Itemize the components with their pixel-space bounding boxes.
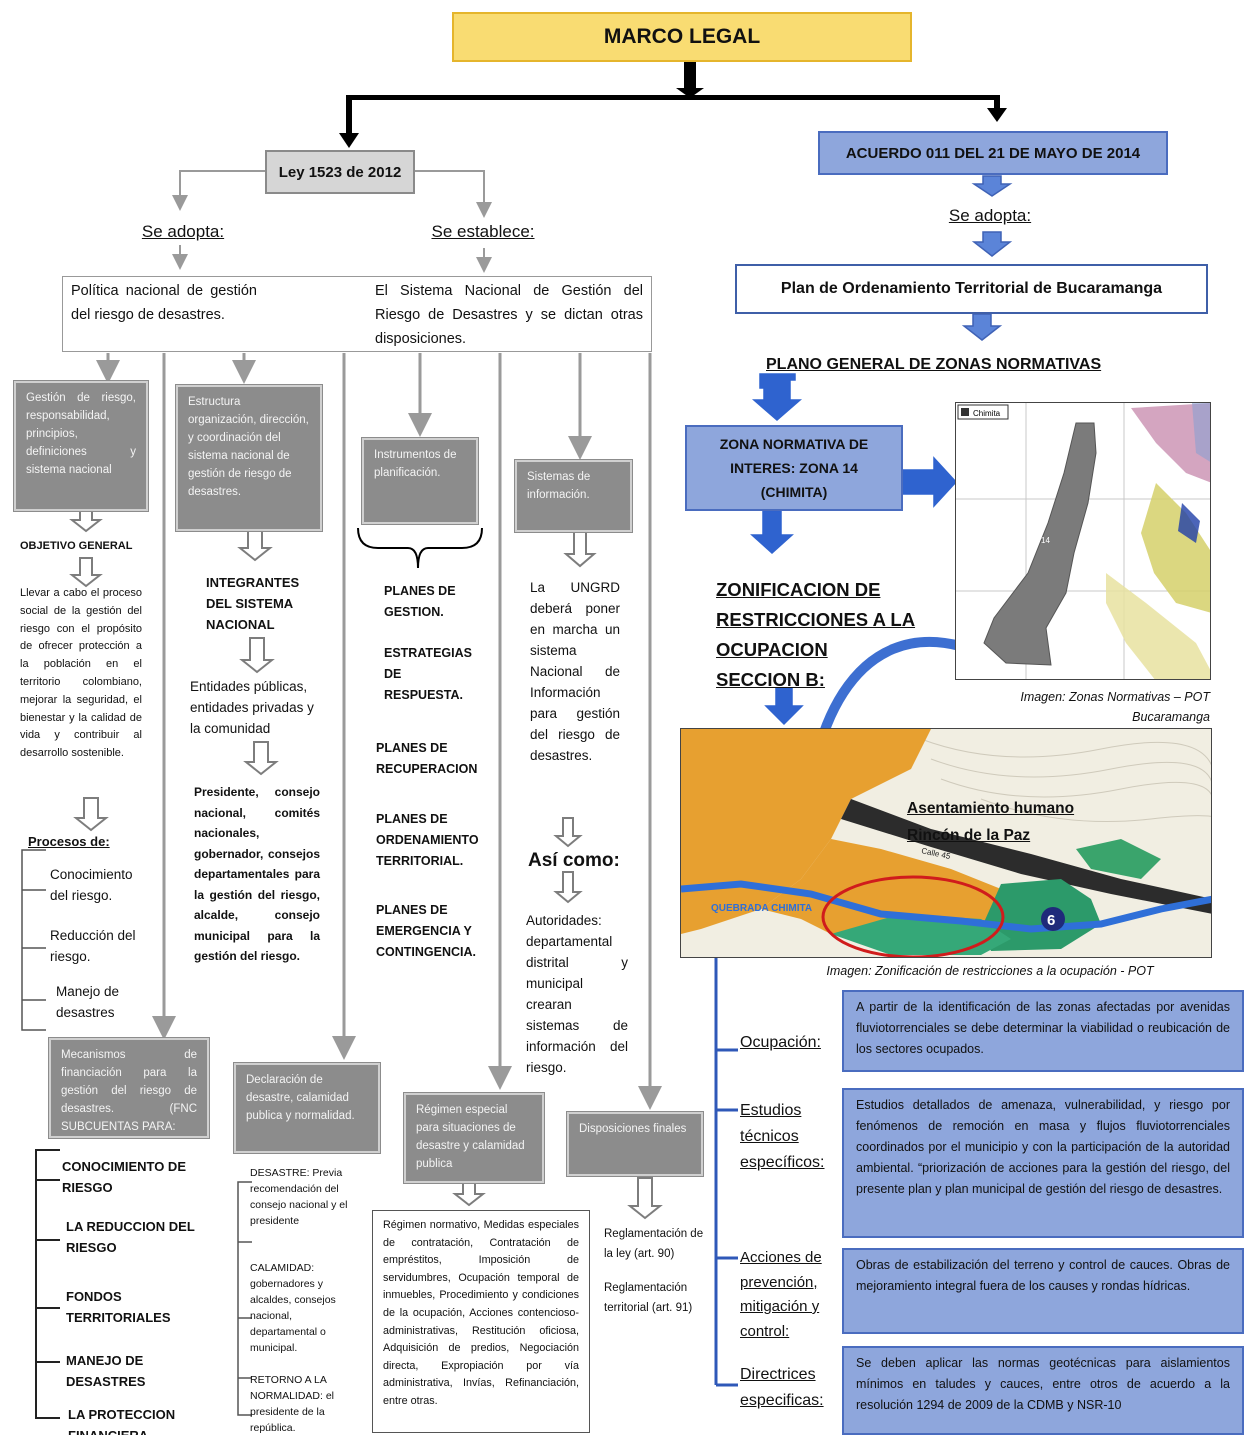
- process-3: Manejo de desastres: [56, 984, 120, 1020]
- fin-item-1: CONOCIMIENTO DE RIESGO: [62, 1159, 186, 1195]
- policy-text: Política nacional de gestión del riesgo …: [71, 283, 257, 323]
- row-text-estudios: Estudios detallados de amenaza, vulnerab…: [842, 1088, 1244, 1238]
- decl-item-2: CALAMIDAD: gobernadores y alcaldes, cons…: [250, 1262, 336, 1354]
- row-text-directrices: Se deben aplicar las normas geotécnicas …: [842, 1346, 1244, 1435]
- plan-item-1: PLANES DE GESTION.: [384, 584, 456, 619]
- plan-item-2: ESTRATEGIAS DE RESPUESTA.: [384, 646, 472, 702]
- col1-gestion-box: Gestión de riesgo, responsabilidad, prin…: [13, 380, 149, 512]
- integrantes-title: INTEGRANTES DEL SISTEMA NACIONAL: [206, 575, 300, 632]
- final-item-2: Reglamentación territorial (art. 91): [604, 1282, 693, 1314]
- map2-caption: Imagen: Zonificación de restricciones a …: [826, 964, 1154, 978]
- col3-instrumentos-box: Instrumentos de planificación.: [361, 437, 479, 525]
- fin-item-2: LA REDUCCION DEL RIESGO: [66, 1219, 195, 1255]
- fin-item-4: MANEJO DE DESASTRES: [66, 1353, 146, 1389]
- regime-box: Régimen especial para situaciones de des…: [403, 1092, 545, 1184]
- restrictions-map-graphic: 6 Calle 45 QUEBRADA CHIMITA: [681, 729, 1211, 957]
- row-text-ocupacion: A partir de la identificación de las zon…: [842, 990, 1244, 1072]
- members-text: Presidente, consejo nacional, comités na…: [194, 785, 320, 963]
- map2-river: QUEBRADA CHIMITA: [711, 903, 812, 914]
- authorities-text: Autoridades: departamental distrital y m…: [526, 913, 628, 1075]
- map1-caption: Imagen: Zonas Normativas – POT Bucaraman…: [1020, 690, 1210, 724]
- fin-item-3: FONDOS TERRITORIALES: [66, 1289, 171, 1325]
- plan-item-3: PLANES DE RECUPERACION: [376, 741, 478, 776]
- row-text-acciones: Obras de estabilización del terreno y co…: [842, 1248, 1244, 1334]
- decl-item-1: DESASTRE: Previa recomendación del conse…: [250, 1167, 348, 1227]
- plan-item-5: PLANES DE EMERGENCIA Y CONTINGENCIA.: [376, 903, 476, 959]
- establishes-label: Se establece:: [431, 222, 535, 241]
- settlement-label: Asentamiento humano Rincón de la Paz: [907, 800, 1075, 844]
- zones-map-graphic: Chimita 14: [956, 403, 1210, 679]
- map2-zone-number: 6: [1047, 912, 1055, 929]
- system-text: El Sistema Nacional de Gestión del Riesg…: [375, 283, 643, 347]
- policy-system-box: Política nacional de gestión del riesgo …: [62, 276, 652, 352]
- fin-item-5: LA PROTECCION FINANCIERA: [68, 1407, 176, 1435]
- restrictions-map: 6 Calle 45 QUEBRADA CHIMITA Asentamiento…: [680, 728, 1212, 958]
- declaration-box: Declaración de desastre, calamidad publi…: [233, 1062, 381, 1154]
- marco-legal-title: MARCO LEGAL: [452, 12, 912, 62]
- plano-label: PLANO GENERAL DE ZONAS NORMATIVAS: [766, 356, 1102, 373]
- adopts-label-right: Se adopta:: [948, 206, 1032, 225]
- processes-title: Procesos de:: [28, 834, 110, 849]
- agreement-box: ACUERDO 011 DEL 21 DE MAYO DE 2014: [818, 131, 1168, 175]
- entities-text: Entidades públicas, entidades privadas y…: [190, 679, 314, 736]
- law-1523-box: Ley 1523 de 2012: [265, 150, 415, 194]
- row-label-acciones: Acciones de prevención, mitigación y con…: [740, 1249, 822, 1340]
- zones-map: Chimita 14: [955, 402, 1211, 680]
- objective-title: OBJETIVO GENERAL: [20, 540, 133, 552]
- row-label-ocupacion: Ocupación:: [740, 1034, 821, 1051]
- financing-box: Mecanismos de financiación para la gesti…: [48, 1037, 210, 1139]
- final-item-1: Reglamentación de la ley (art. 90): [604, 1228, 704, 1260]
- map1-legend: Chimita: [973, 409, 1001, 418]
- zonification-label: ZONIFICACION DE RESTRICCIONES A LA OCUPA…: [716, 579, 916, 690]
- process-1: Conocimiento del riesgo.: [50, 867, 133, 903]
- row-label-directrices: Directrices especificas:: [740, 1366, 824, 1409]
- pot-box: Plan de Ordenamiento Territorial de Buca…: [735, 264, 1208, 314]
- map1-zone-label: 14: [1041, 536, 1050, 545]
- decl-item-3: RETORNO A LA NORMALIDAD: el presidente d…: [250, 1374, 335, 1434]
- ungrd-text: La UNGRD deberá poner en marcha un siste…: [530, 580, 620, 763]
- also-label: Así como:: [528, 850, 620, 871]
- regime-text: Régimen normativo, Medidas especiales de…: [372, 1210, 590, 1433]
- zone-box: ZONA NORMATIVA DE INTERES: ZONA 14 (CHIM…: [685, 425, 903, 511]
- col4-sistemas-box: Sistemas de información.: [514, 459, 633, 533]
- process-2: Reducción del riesgo.: [50, 928, 136, 964]
- row-label-estudios: Estudios técnicos específicos:: [740, 1102, 825, 1171]
- final-box: Disposiciones finales: [566, 1111, 704, 1177]
- objective-text: Llevar a cabo el proceso social de la ge…: [20, 587, 142, 760]
- plan-item-4: PLANES DE ORDENAMIENTO TERRITORIAL.: [376, 812, 479, 868]
- col2-estructura-box: Estructura organización, dirección, y co…: [175, 384, 323, 532]
- adopts-label-left: Se adopta:: [141, 222, 225, 241]
